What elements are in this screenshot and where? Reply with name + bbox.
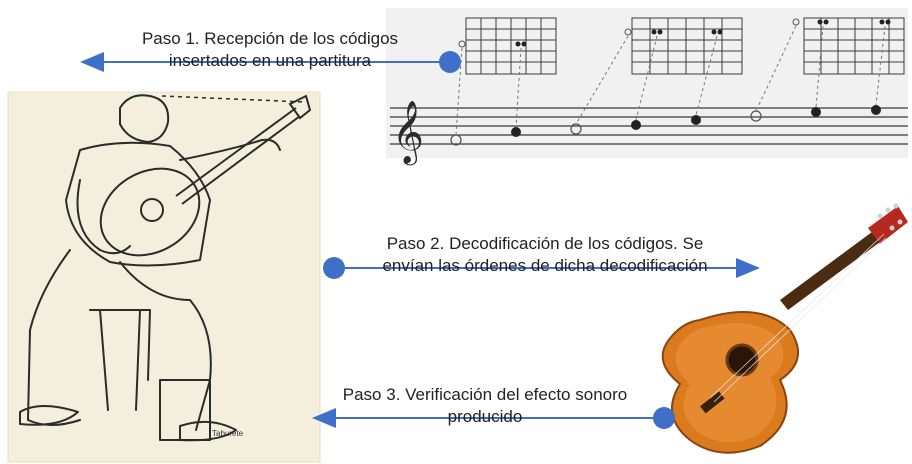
sketch-guitar (99, 94, 312, 257)
step-2-label: Paso 2. Decodificación de los códigos. S… (350, 233, 740, 277)
step-1-line-2: insertados en una partitura (168, 51, 372, 70)
arrow-step-2 (323, 257, 760, 279)
note-connectors (455, 25, 886, 136)
stool-caption: Taburete (212, 429, 244, 438)
chord-box-2 (631, 17, 743, 75)
arrow-step-3 (312, 407, 675, 429)
treble-clef-icon: 𝄞 (392, 100, 424, 166)
player-left-arm (179, 138, 281, 161)
chord-box-3 (803, 17, 905, 75)
step-1-line-1: Paso 1. Recepción de los códigos (141, 29, 399, 48)
step-3-label: Paso 3. Verificación del efecto sonoro p… (330, 384, 640, 428)
step-2-line-2: envían las órdenes de dicha decodificaci… (382, 256, 708, 275)
finger-dots (515, 19, 891, 47)
step-3-line-1: Paso 3. Verificación del efecto sonoro (342, 385, 628, 404)
open-string-marks (458, 18, 800, 48)
music-staff (390, 107, 908, 145)
stool (89, 309, 151, 411)
shoe-left (19, 405, 79, 426)
step-2-line-1: Paso 2. Decodificación de los códigos. S… (386, 234, 704, 253)
guitar (661, 203, 908, 454)
step-1-label: Paso 1. Recepción de los códigos inserta… (108, 28, 432, 72)
player-raised-leg (119, 261, 212, 431)
arrow-step-1 (80, 51, 461, 73)
shoe-right (179, 420, 237, 442)
step-3-line-2: producido (447, 407, 523, 426)
chord-box-1 (465, 17, 557, 75)
notes (450, 105, 881, 146)
player-head (119, 94, 170, 143)
player-torso (65, 141, 211, 267)
guitarist-photo-background (8, 92, 320, 462)
chord-diagrams (465, 17, 905, 75)
player-lower-leg (27, 249, 81, 426)
